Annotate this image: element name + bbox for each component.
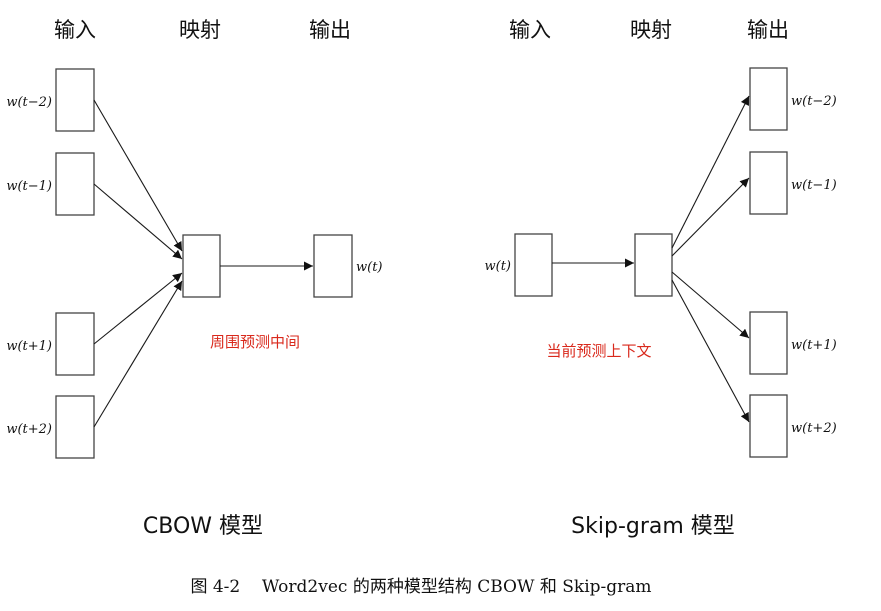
skipgram-output-box-t-plus-2: [749, 394, 788, 458]
skipgram-input-box: [514, 233, 553, 297]
skipgram-output-box-t-minus-2: [749, 67, 788, 131]
cbow-output-label: w(t): [356, 260, 383, 275]
cbow-title: CBOW 模型: [143, 514, 263, 539]
skipgram-projection-box: [634, 233, 673, 297]
skipgram-output-label-t-minus-2: w(t−2): [791, 94, 837, 109]
cbow-input-box-t-minus-1: [55, 152, 95, 216]
skipgram-output-label-t-plus-1: w(t+1): [791, 338, 837, 353]
skipgram-input-header: 输入: [509, 18, 551, 42]
cbow-output-header: 输出: [309, 18, 351, 42]
skipgram-note: 当前预测上下文: [546, 342, 651, 360]
cbow-note: 周围预测中间: [210, 333, 300, 351]
figure-caption: 图 4-2 Word2vec 的两种模型结构 CBOW 和 Skip-gram: [190, 577, 651, 597]
skipgram-edge-t-minus-1: [671, 177, 750, 257]
cbow-output-box: [313, 234, 353, 298]
skipgram-output-label-t-minus-1: w(t−1): [791, 178, 837, 193]
skipgram-input-label: w(t): [485, 259, 512, 274]
cbow-input-label-t-minus-1: w(t−1): [6, 179, 52, 194]
cbow-input-box-t-plus-2: [55, 395, 95, 459]
cbow-edge-t-minus-2: [93, 99, 183, 252]
skipgram-output-box-t-minus-1: [749, 151, 788, 215]
cbow-input-box-t-plus-1: [55, 312, 95, 376]
cbow-input-box-t-minus-2: [55, 68, 95, 132]
skipgram-output-header: 输出: [747, 18, 789, 42]
skipgram-output-box-t-plus-1: [749, 311, 788, 375]
cbow-input-label-t-plus-1: w(t+1): [6, 339, 52, 354]
skipgram-projection-header: 映射: [630, 18, 672, 42]
cbow-input-label-t-minus-2: w(t−2): [6, 95, 52, 110]
skipgram-output-label-t-plus-2: w(t+2): [791, 421, 837, 436]
skipgram-edge-t-plus-2: [671, 279, 750, 423]
cbow-model: 输入 映射 输出 w(t−2) w(t−1) w(t+1) w(t+2) w(t…: [6, 18, 382, 539]
skipgram-title: Skip-gram 模型: [571, 514, 735, 539]
cbow-input-header: 输入: [54, 18, 96, 42]
cbow-projection-box: [182, 234, 221, 298]
skipgram-edge-t-plus-1: [671, 271, 750, 339]
skipgram-edge-t-minus-2: [671, 95, 750, 249]
cbow-edge-t-plus-1: [93, 272, 183, 345]
cbow-edge-t-plus-2: [93, 280, 183, 428]
cbow-edge-t-minus-1: [93, 183, 183, 260]
cbow-projection-header: 映射: [179, 18, 221, 42]
skipgram-model: 输入 映射 输出 w(t) w(t−2) w(t−1) w(t+1) w(t+2…: [485, 18, 837, 539]
cbow-input-label-t-plus-2: w(t+2): [6, 422, 52, 437]
